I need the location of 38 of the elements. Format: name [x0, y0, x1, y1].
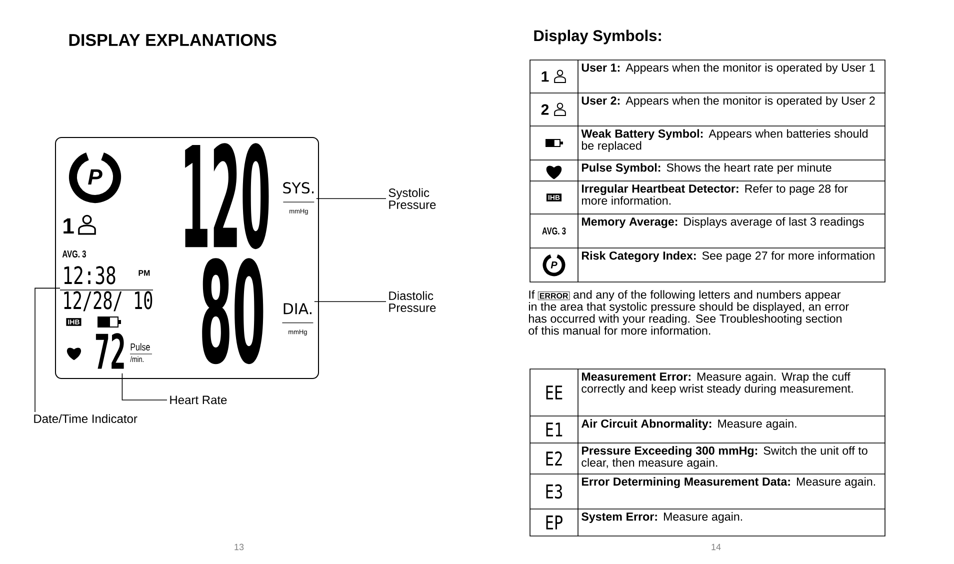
systolic-digits: 120 [185, 143, 269, 250]
error-code: E2 [546, 451, 562, 466]
section-heading: Display Symbols: [534, 30, 661, 44]
description-text: Pressure Exceeding 300 mmHg: Switch the unit off to clear, then measure again. [582, 446, 868, 469]
callout-text: Systolic Pressure [388, 188, 436, 209]
description-text: Air Circuit Abnormality: Measure again. [581, 419, 796, 430]
callout-text: Heart Rate [170, 396, 227, 404]
memory-label: AVG. 3 [542, 227, 566, 235]
description-text: Risk Category Index: See page 27 for more information [582, 251, 874, 262]
callout-text: Date/Time Indicator [34, 414, 138, 423]
paragraph: If ERROR and any of the following letters and numbers appear in the area that systolic pressure should be displayed, an error has occurred with your reading. See Troubleshooting section of this manual for more information. [528, 290, 849, 335]
leader-line [314, 301, 386, 302]
page-number: 14 [712, 544, 721, 550]
error-badge: ERROR [538, 292, 570, 300]
lcd-screen [55, 136, 319, 379]
leader-line [316, 198, 386, 199]
error-code: E3 [546, 484, 562, 499]
user-number: 1 [542, 71, 549, 82]
user-number: 1 [64, 218, 74, 234]
description-text: Error Determining Measurement Data: Measure again. [582, 477, 876, 488]
diastolic-digits: 80 [202, 258, 264, 364]
description-text: Memory Average: Displays average of last 3 readings [582, 217, 864, 228]
description-text: Pulse Symbol: Shows the heart rate per minute [582, 163, 832, 174]
page-number: 13 [234, 544, 244, 550]
description-text: User 1: Appears when the monitor is operated by User 1 [582, 63, 875, 74]
error-code: E1 [546, 422, 562, 436]
error-code: EP [546, 516, 562, 530]
leader-line [122, 372, 168, 400]
user-number: 2 [541, 104, 549, 115]
description-text: Measurement Error: Measure again. Wrap the cuff correctly and keep wrist steady during measurement. [582, 372, 853, 395]
page-heading: DISPLAY EXPLANATIONS [69, 34, 276, 46]
description-text: Weak Battery Symbol: Appears when batteries should be replaced [581, 129, 868, 152]
error-code: EE [546, 386, 562, 400]
description-text: User 2: Appears when the monitor is operated by User 2 [582, 96, 875, 107]
date-time-readout: 12:38 PM 12/28/ 10 [60, 266, 154, 312]
description-text: Irregular Heartbeat Detector: Refer to page 28 for more information. [582, 184, 848, 205]
callout-text: Diastolic Pressure [389, 291, 436, 312]
description-text: System Error: Measure again. [582, 512, 742, 523]
